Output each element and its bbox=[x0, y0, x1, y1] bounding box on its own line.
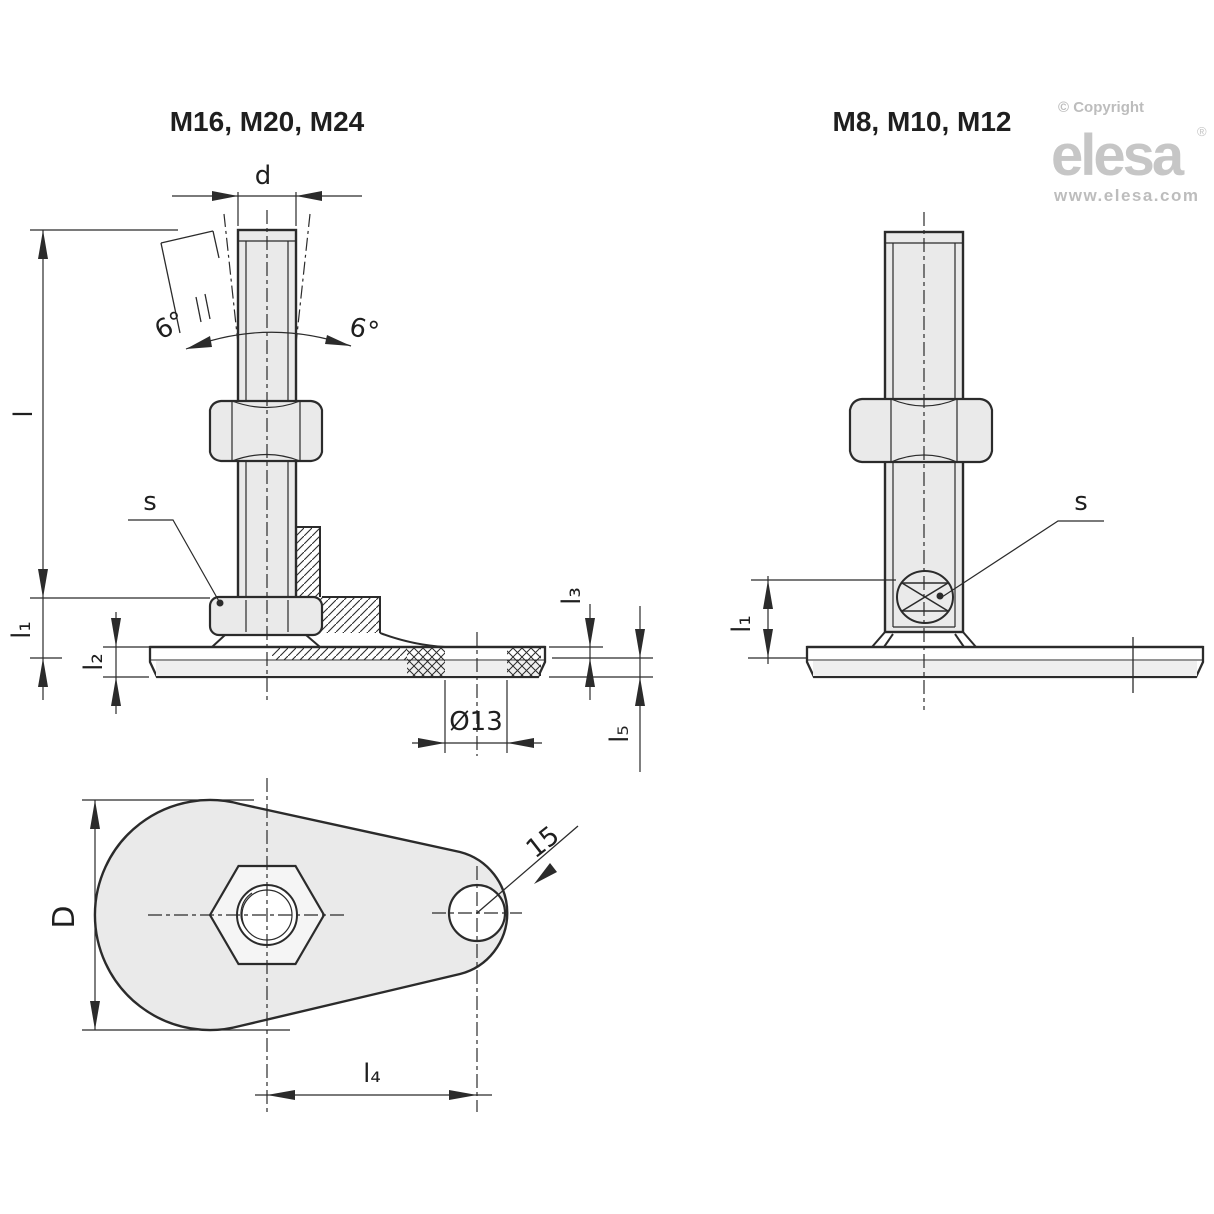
label-l4: l₄ bbox=[363, 1059, 381, 1089]
label-s-left: s bbox=[143, 487, 157, 517]
elesa-logo: elesa bbox=[1051, 123, 1185, 188]
label-l5: l₅ bbox=[605, 725, 635, 743]
base-plate-left bbox=[148, 645, 547, 679]
centerlines-left bbox=[266, 210, 478, 756]
base-plate-right bbox=[805, 637, 1205, 693]
swivel-angle-arc bbox=[185, 331, 352, 350]
wrench-size-leader-right bbox=[941, 520, 1104, 598]
dim-l-l1 bbox=[30, 229, 210, 700]
dim-l4 bbox=[255, 1090, 492, 1100]
tip-radius-leader bbox=[476, 825, 579, 914]
flats-thread-lines bbox=[245, 600, 289, 632]
wrench-flats-left bbox=[208, 595, 324, 637]
dim-l2 bbox=[103, 612, 149, 714]
dim-d bbox=[172, 191, 362, 226]
registered-mark-icon: ® bbox=[1197, 124, 1207, 139]
dim-l5 bbox=[549, 606, 653, 772]
right-view-title: M8, M10, M12 bbox=[833, 106, 1012, 137]
stud-flare-right bbox=[871, 631, 977, 648]
dim-l3 bbox=[549, 604, 603, 700]
label-l: l bbox=[9, 410, 39, 417]
text-labels: M16, M20, M24 M8, M10, M12 d 6° 6° l l₁ … bbox=[7, 106, 1088, 1089]
label-tip-radius: 15 bbox=[521, 821, 566, 865]
branding-block: © Copyright elesa ® www.elesa.com bbox=[1051, 99, 1207, 205]
hex-nut-right bbox=[848, 397, 994, 464]
label-l1-right: l₁ bbox=[727, 615, 757, 633]
tilted-stud-ghost-outline bbox=[160, 230, 220, 334]
left-view-title: M16, M20, M24 bbox=[170, 106, 365, 137]
label-l1-left: l₁ bbox=[7, 621, 37, 639]
hex-nut-left bbox=[208, 399, 324, 463]
dim-D bbox=[82, 799, 290, 1031]
label-D: D bbox=[47, 905, 82, 928]
dim-l1-right bbox=[748, 576, 896, 664]
foot-spread-lines bbox=[211, 634, 321, 648]
label-s-right: s bbox=[1074, 487, 1088, 517]
website-url: www.elesa.com bbox=[1053, 186, 1199, 205]
dim-hole-diameter bbox=[412, 680, 542, 753]
wrench-size-leader-left bbox=[128, 519, 224, 607]
label-hole-diameter: Ø13 bbox=[449, 707, 503, 737]
label-angle-right: 6° bbox=[347, 312, 382, 347]
right-view-side bbox=[748, 212, 1205, 710]
left-view-side-section bbox=[30, 191, 653, 772]
copyright-text: © Copyright bbox=[1058, 99, 1144, 116]
wrench-flats-symbol bbox=[896, 570, 954, 624]
label-l2: l₂ bbox=[79, 653, 109, 671]
label-l3: l₃ bbox=[557, 587, 587, 605]
label-d: d bbox=[255, 161, 272, 191]
plan-view bbox=[82, 778, 579, 1112]
label-angle-left: 6° bbox=[150, 306, 190, 346]
